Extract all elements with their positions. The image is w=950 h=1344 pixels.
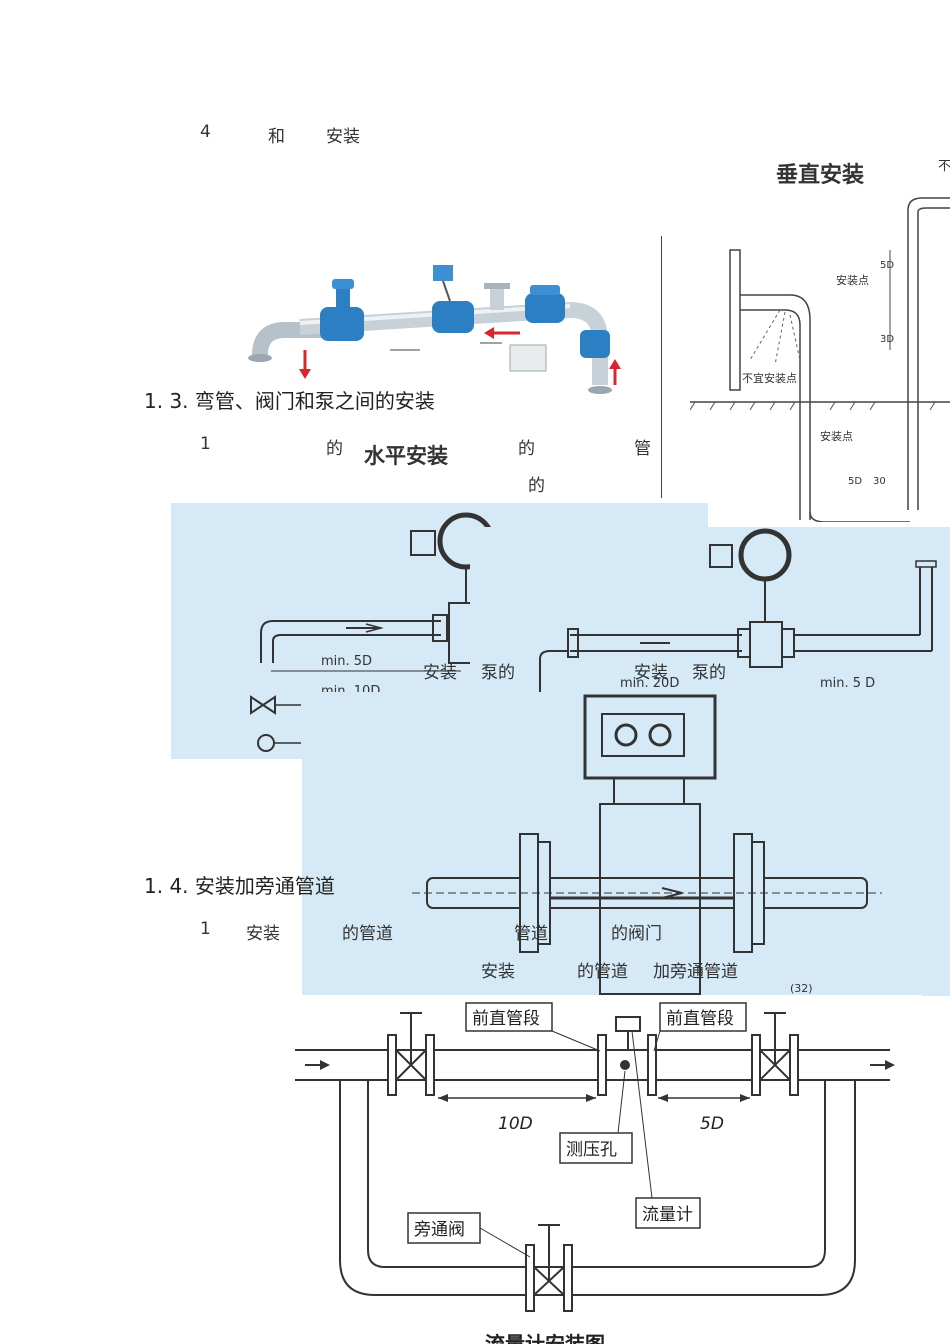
text-fragment: 安装 (246, 924, 280, 944)
text-fragment: 的阀门 (611, 924, 662, 944)
bypass-front-label-1: 前直管段 (472, 1009, 540, 1029)
vertical-cut-label: 不 (938, 159, 950, 174)
blue-min5d-right: min. 5 D (820, 676, 875, 691)
horizontal-install-figure (240, 255, 640, 415)
text-fragment: 的 (326, 439, 343, 459)
text-fragment: 泵的 (481, 663, 515, 683)
text-fragment: 的 (528, 476, 545, 496)
text-fragment: 加旁通管道 (653, 962, 738, 982)
text-fragment: 管道 (514, 924, 548, 944)
section-heading-1-4: 1. 4. 安装加旁通管道 (144, 874, 335, 898)
flanged-meter-figure: (32) (302, 692, 950, 996)
vertical-point-label-2: 安装点 (820, 429, 853, 443)
pipe-distance-figure-right: min. 20D min. 5 D (470, 527, 950, 692)
bypass-install-figure: 前直管段 前直管段 10D 5D 测压孔 流量计 旁通阀 流量计安装图 (280, 995, 922, 1344)
text-fragment: 安装 (423, 663, 457, 683)
bypass-pressure-label: 测压孔 (566, 1140, 617, 1160)
text-fragment: 管 (634, 439, 651, 459)
text-fragment: 安装 (326, 127, 360, 147)
text-fragment: 4 (200, 122, 211, 142)
bypass-valve-label: 旁通阀 (414, 1220, 465, 1240)
vertical-dim-3d: 3D (880, 334, 894, 345)
bypass-dim-10d: 10D (498, 1114, 533, 1134)
figure-divider (661, 236, 662, 498)
text-fragment: 的管道 (342, 924, 393, 944)
text-fragment: 安装 (481, 962, 515, 982)
vertical-install-figure: 垂直安装 不 不宜安装点 安装点 安装点 5D 3D 5D 30 (690, 150, 950, 522)
vertical-title: 垂直安装 (776, 162, 864, 188)
vertical-point-label: 安装点 (836, 273, 869, 287)
bypass-front-label-2: 前直管段 (666, 1009, 734, 1029)
text-fragment: 安装 (634, 663, 668, 683)
text-fragment: 1 (200, 434, 211, 454)
vertical-dim-5d: 5D (880, 260, 894, 271)
vertical-dim-30: 30 (873, 476, 886, 487)
text-fragment: 的 (518, 439, 535, 459)
bypass-caption: 流量计安装图 (485, 1332, 605, 1344)
blue-min20d: min. 20D (620, 676, 679, 691)
vertical-bad-label: 不宜安装点 (742, 371, 797, 385)
bypass-dim-5d: 5D (700, 1114, 724, 1134)
blue-min5d: min. 5D (321, 654, 372, 669)
text-fragment: 泵的 (692, 663, 726, 683)
flange-caption: (32) (790, 982, 813, 995)
text-fragment: 和 (268, 127, 285, 147)
vertical-dim-5d-b: 5D (848, 476, 862, 487)
section-heading-1-3: 1. 3. 弯管、阀门和泵之间的安装 (144, 389, 435, 413)
text-fragment: 1 (200, 919, 211, 939)
text-fragment: 的管道 (577, 962, 628, 982)
bypass-meter-label: 流量计 (642, 1205, 693, 1225)
horizontal-title: 水平安装 (364, 444, 448, 468)
